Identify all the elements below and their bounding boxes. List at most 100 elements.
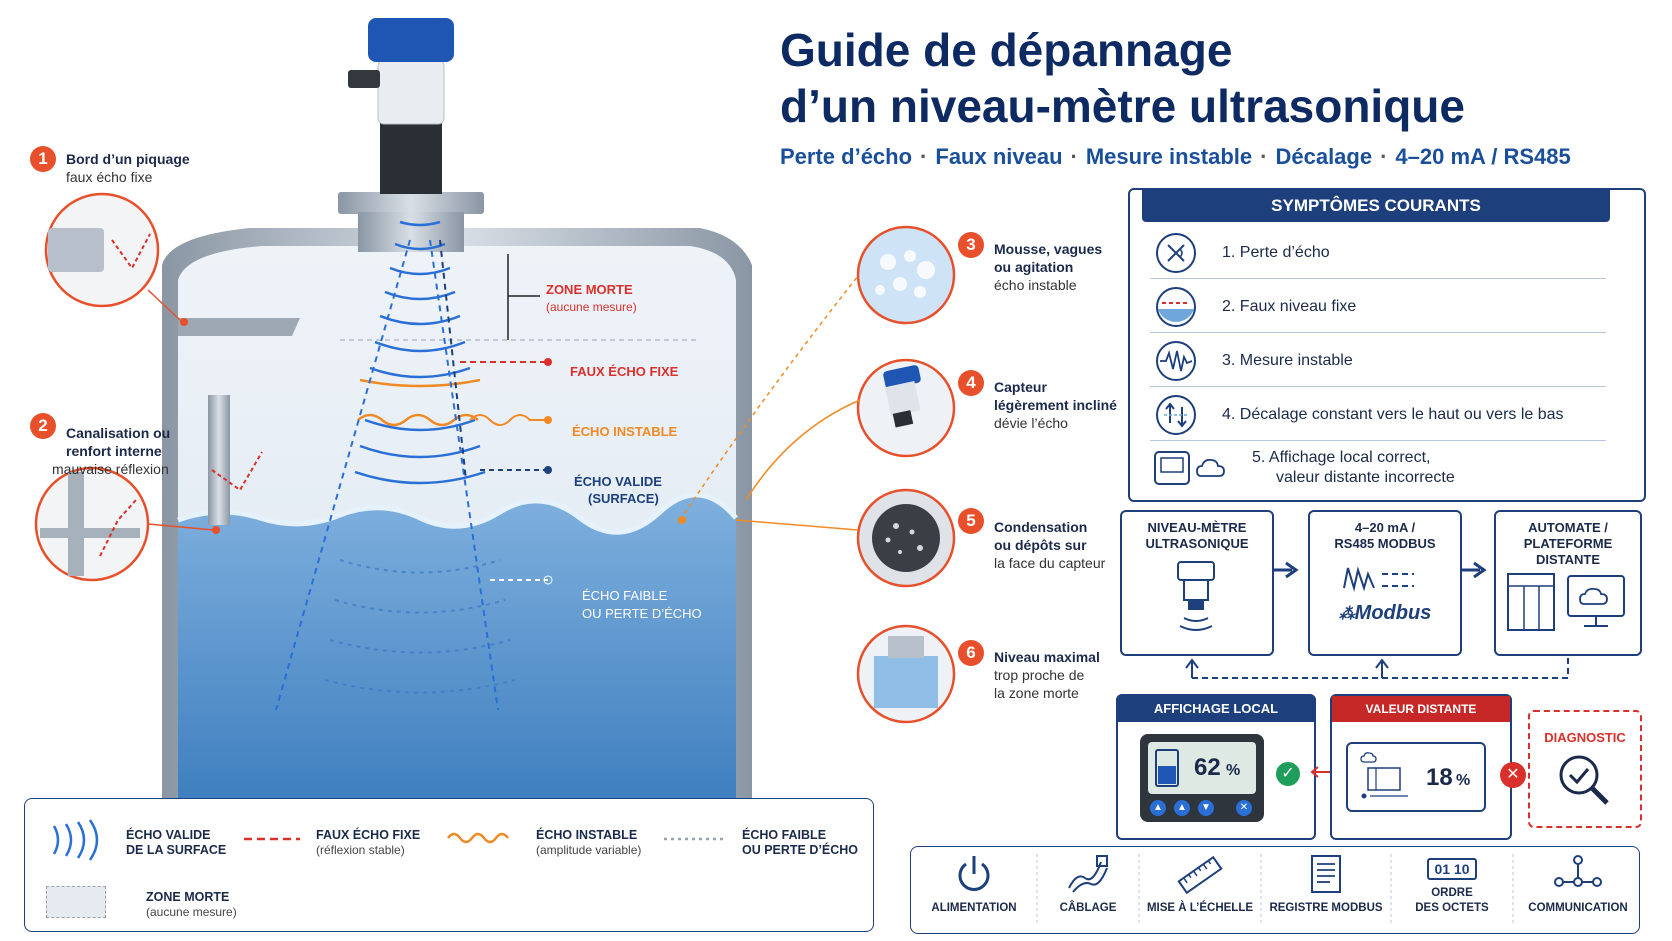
power-icon bbox=[958, 856, 990, 891]
check-label: MISE À L’ÉCHELLE bbox=[1146, 902, 1254, 914]
wiring-icon bbox=[1068, 855, 1108, 893]
callout-3-zoom bbox=[856, 225, 956, 325]
down-key-icon[interactable]: ▼ bbox=[1198, 800, 1214, 816]
callout-2-text: Canalisation ou renfort interne mauvaise… bbox=[52, 424, 170, 478]
check-wiring[interactable]: CÂBLAGE bbox=[1028, 852, 1148, 916]
legend-label: FAUX ÉCHO FIXE bbox=[316, 828, 421, 842]
legend-valid: ÉCHO VALIDE DE LA SURFACE bbox=[126, 828, 226, 858]
callout-5-number: 5 bbox=[958, 508, 984, 534]
callout-1-number: 1 bbox=[30, 146, 56, 172]
legend-label: DE LA SURFACE bbox=[126, 843, 227, 857]
unstable-echo-connector bbox=[469, 414, 548, 426]
condensation-drops bbox=[885, 523, 923, 554]
flow-box-title: DISTANTE bbox=[1535, 552, 1601, 567]
signal-wave-icon bbox=[1343, 566, 1414, 592]
subtitle-sep: · bbox=[920, 144, 928, 169]
tilted-sensor-thread bbox=[892, 410, 914, 428]
dead-zone-label: ZONE MORTE bbox=[546, 282, 633, 297]
flow-sensor-box: NIVEAU-MÈTRE ULTRASONIQUE bbox=[1120, 510, 1274, 656]
high-liquid bbox=[874, 656, 938, 708]
check-modbus-register[interactable]: REGISTRE MODBUS bbox=[1266, 852, 1386, 916]
legend-unstable-swatch bbox=[447, 832, 509, 844]
legend-label: ÉCHO FAIBLE bbox=[742, 828, 827, 842]
check-power[interactable]: ALIMENTATION bbox=[914, 852, 1034, 916]
beam-left bbox=[275, 239, 411, 711]
legend-weak-swatch bbox=[664, 837, 726, 841]
subtitle-sep: · bbox=[1380, 144, 1388, 169]
nozzle-small bbox=[888, 636, 924, 658]
bad-reflection-arrow bbox=[99, 499, 137, 557]
error-icon: ✕ bbox=[1500, 762, 1526, 788]
title-line-2: d’un niveau-mètre ultrasonique bbox=[780, 80, 1465, 132]
diagnostic-box[interactable]: DIAGNOSTIC bbox=[1528, 710, 1642, 828]
valid-echo-dot bbox=[544, 466, 552, 474]
symptom-text: 1. Perte d’écho bbox=[1222, 244, 1330, 261]
callout-1-subtitle: faux écho fixe bbox=[66, 169, 153, 185]
remote-value-panel: VALEUR DISTANTE (INCORRECTE) 18 % bbox=[1330, 694, 1512, 840]
cancel-key-icon[interactable]: ✕ bbox=[1236, 800, 1252, 816]
flow-box-title: ULTRASONIQUE bbox=[1145, 536, 1249, 551]
legend-unstable: ÉCHO INSTABLE (amplitude variable) bbox=[536, 828, 641, 858]
symptom-row: 4. Décalage constant vers le haut ou ver… bbox=[1150, 390, 1606, 441]
tilted-sensor-body bbox=[884, 381, 921, 417]
check-label: ORDRE bbox=[1431, 887, 1473, 899]
beam-right bbox=[429, 239, 499, 711]
legend-label: ÉCHO VALIDE bbox=[126, 828, 211, 842]
check-communication[interactable]: COMMUNICATION bbox=[1518, 852, 1638, 916]
remote-value: 18 bbox=[1426, 764, 1453, 791]
callout-4-text: Capteur légèrement incliné dévie l’écho bbox=[994, 378, 1117, 432]
subtitle-item: Mesure instable bbox=[1085, 144, 1253, 169]
false-echo-label: FAUX ÉCHO FIXE bbox=[570, 364, 679, 379]
up-key-icon[interactable]: ▲ bbox=[1150, 800, 1166, 816]
register-icon bbox=[1311, 855, 1341, 893]
callout-1-dot bbox=[180, 318, 188, 326]
subtitle-sep: · bbox=[1070, 144, 1078, 169]
sensor-body bbox=[377, 59, 445, 125]
subtitle-item: Faux niveau bbox=[935, 144, 1063, 169]
callout-3-leader bbox=[679, 275, 859, 521]
sensor-face bbox=[872, 504, 940, 572]
tank-illustration bbox=[34, 18, 956, 800]
local-keypad: ▲ ▲ ▼ ✕ bbox=[1150, 800, 1252, 816]
callout-3-text: Mousse, vagues ou agitation écho instabl… bbox=[994, 240, 1102, 294]
sensor-thread bbox=[380, 118, 442, 194]
flow-arrow-2 bbox=[1460, 561, 1487, 579]
byte-order-icon: 01 10 bbox=[1427, 858, 1477, 880]
check-scaling[interactable]: MISE À L’ÉCHELLE bbox=[1140, 852, 1260, 916]
callout-1-title: Bord d’un piquage bbox=[66, 151, 190, 167]
remote-screen: 18 % bbox=[1346, 742, 1486, 812]
local-value: 62 bbox=[1194, 754, 1221, 781]
symptoms-panel bbox=[1128, 188, 1646, 502]
check-byte-order[interactable]: 01 10 ORDRE DES OCTETS bbox=[1392, 852, 1512, 916]
callout-2-subtitle: mauvaise réflexion bbox=[52, 461, 169, 477]
remote-panel-icon bbox=[1360, 752, 1408, 799]
check-label: CÂBLAGE bbox=[1059, 902, 1117, 914]
liquid bbox=[178, 494, 736, 800]
false-echo-dot bbox=[544, 358, 552, 366]
symptom-row: 2. Faux niveau fixe bbox=[1150, 282, 1606, 333]
callout-3-number: 3 bbox=[958, 232, 984, 258]
symptom-text-block: 5. Affichage local correct, valeur dista… bbox=[1232, 448, 1455, 488]
liquid-surface bbox=[177, 492, 738, 535]
check-label: REGISTRE MODBUS bbox=[1269, 902, 1383, 914]
nozzle-flange bbox=[338, 192, 484, 214]
check-label: COMMUNICATION bbox=[1528, 902, 1628, 914]
local-lcd-device: 62 % ▲ ▲ ▼ ✕ bbox=[1140, 734, 1264, 822]
weak-echo-dot bbox=[543, 575, 553, 585]
callout-1-leader bbox=[147, 289, 181, 321]
plc-monitor-icon bbox=[1507, 573, 1625, 631]
modbus-logo-icon: ⁂ bbox=[1338, 606, 1355, 623]
up-key-icon[interactable]: ▲ bbox=[1174, 800, 1190, 816]
pipe-reflection-arrow bbox=[211, 451, 263, 492]
page-title: Guide de dépannage d’un niveau-mètre ult… bbox=[780, 22, 1465, 134]
dead-zone-sublabel: (aucune mesure) bbox=[546, 300, 637, 314]
pipe-zoom bbox=[68, 472, 84, 576]
unstable-echo-dot bbox=[544, 416, 552, 424]
divider bbox=[1512, 854, 1514, 924]
subtitle-item: Décalage bbox=[1275, 144, 1373, 169]
subtitle-sep: · bbox=[1260, 144, 1268, 169]
flow-box-title: PLATEFORME bbox=[1523, 536, 1613, 551]
local-display-panel: AFFICHAGE LOCAL (CORRECT) 62 % ▲ ▲ ▼ ✕ ✓ bbox=[1116, 694, 1316, 840]
symptom-row: 3. Mesure instable bbox=[1150, 336, 1606, 387]
divider bbox=[1260, 854, 1262, 924]
